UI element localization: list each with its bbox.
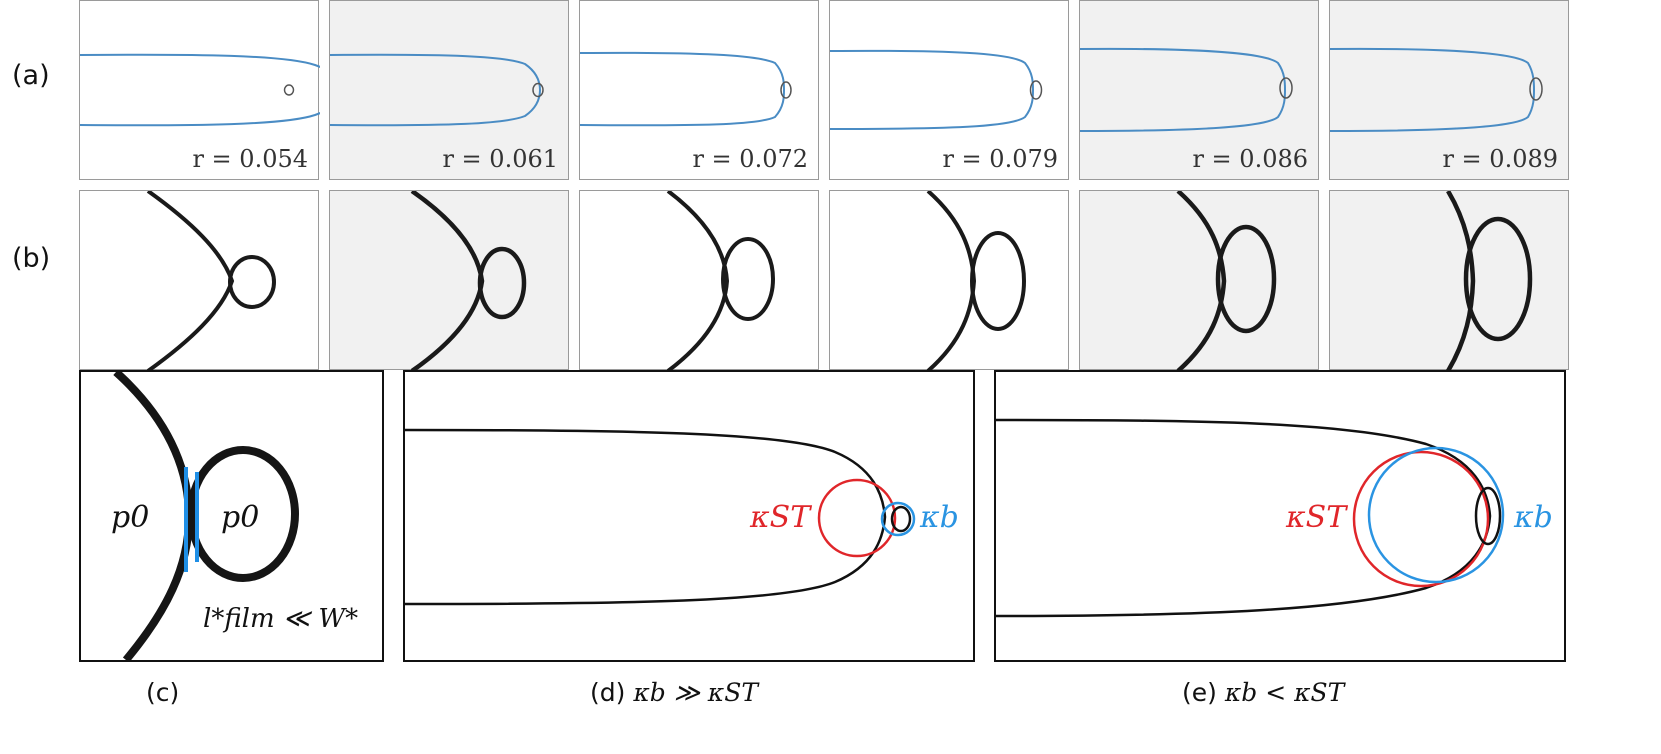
row-label-a: (a) xyxy=(12,60,50,91)
film-detail-illustration xyxy=(113,372,299,660)
finger-outline-a2 xyxy=(330,53,544,127)
pressure-right-label: p0 xyxy=(221,500,260,535)
caption-d-letter: (d) xyxy=(590,678,626,707)
zoomed-tip-b3 xyxy=(666,191,775,371)
row-label-b: (b) xyxy=(12,243,51,274)
kappa-st-label-d: κST xyxy=(750,500,811,535)
caption-e-letter: (e) xyxy=(1182,678,1217,707)
panel-a3: r = 0.072 xyxy=(579,0,819,180)
finger-outline-a5 xyxy=(1080,47,1293,132)
panel-a2: r = 0.061 xyxy=(329,0,569,180)
kappa-st-label-e: κST xyxy=(1286,500,1347,535)
caption-d-relation: κb ≫ κST xyxy=(633,678,759,707)
panel-a4: r = 0.079 xyxy=(829,0,1069,180)
zoomed-tip-b5 xyxy=(1176,191,1277,371)
r-label-a3: r = 0.072 xyxy=(692,145,808,173)
r-label-a6: r = 0.089 xyxy=(1442,145,1558,173)
curvature-comparison-d xyxy=(405,428,916,606)
kappa-b-label-d: κb xyxy=(920,500,959,535)
caption-e-relation: κb < κST xyxy=(1224,678,1345,707)
panel-b5 xyxy=(1079,190,1319,371)
caption-d: (d) κb ≫ κST xyxy=(590,678,758,707)
finger-outline-a3 xyxy=(580,51,792,127)
r-label-a5: r = 0.086 xyxy=(1192,145,1308,173)
film-condition-label: l*film ≪ W* xyxy=(203,604,359,634)
panel-a1: r = 0.054 xyxy=(79,0,320,180)
r-label-a1: r = 0.054 xyxy=(192,145,308,173)
finger-outline-a6 xyxy=(1330,47,1543,132)
panel-c: p0 p0 l*film ≪ W* xyxy=(79,370,384,662)
r-label-a4: r = 0.079 xyxy=(942,145,1058,173)
caption-e: (e) κb < κST xyxy=(1182,678,1344,707)
finger-outline-a4 xyxy=(830,49,1043,130)
pressure-left-label: p0 xyxy=(111,500,150,535)
zoomed-tip-b1 xyxy=(146,191,276,371)
kappa-b-label-e: κb xyxy=(1514,500,1553,535)
panel-b1 xyxy=(79,190,319,371)
caption-c: (c) xyxy=(146,678,180,707)
panel-b3 xyxy=(579,190,819,371)
curvature-comparison-e xyxy=(996,418,1505,618)
zoomed-tip-b2 xyxy=(410,191,527,371)
panel-b2 xyxy=(329,190,569,371)
finger-outline-a1 xyxy=(80,53,320,127)
panel-b6 xyxy=(1329,190,1569,371)
zoomed-tip-b6 xyxy=(1446,191,1533,371)
panel-b4 xyxy=(829,190,1069,371)
panel-a5: r = 0.086 xyxy=(1079,0,1319,180)
panel-e: κST κb xyxy=(994,370,1566,662)
panel-a6: r = 0.089 xyxy=(1329,0,1569,180)
panel-d: κST κb xyxy=(403,370,975,662)
zoomed-tip-b4 xyxy=(926,191,1026,371)
r-label-a2: r = 0.061 xyxy=(442,145,558,173)
